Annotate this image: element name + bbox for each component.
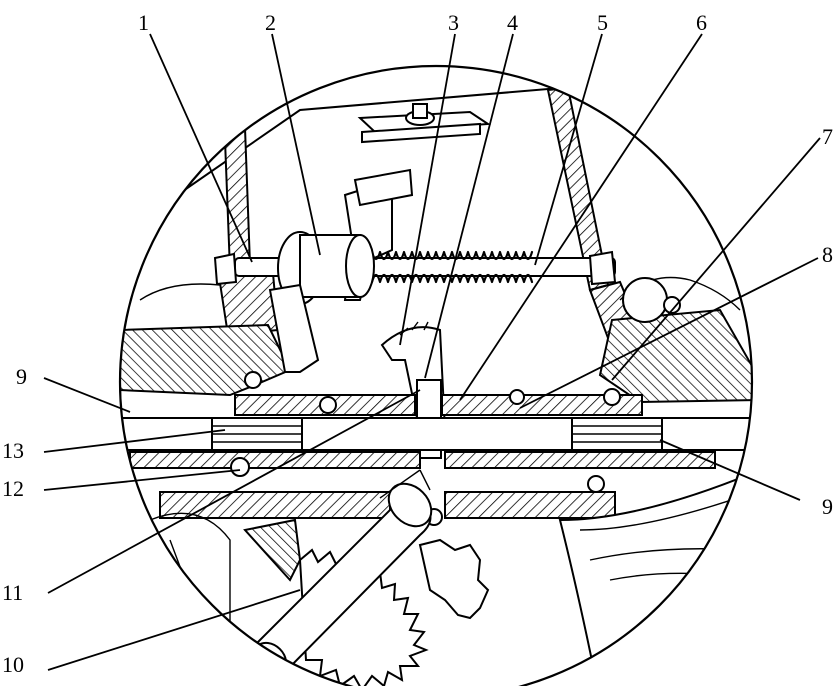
callout-13: 13 [2, 438, 24, 463]
callout-2: 2 [265, 10, 276, 35]
callout-4: 4 [507, 10, 518, 35]
right-spline [571, 417, 663, 451]
callout-10: 10 [2, 652, 24, 677]
compression-spring [370, 250, 534, 284]
lower-shaft-left [159, 491, 391, 519]
lower-shaft-right [444, 491, 616, 519]
callout-labels: 1 2 3 4 5 6 7 8 9 9 10 11 12 13 [2, 10, 833, 677]
callout-12: 12 [2, 476, 24, 501]
toothed-gear-rim [418, 538, 490, 620]
upper-sleeve-right [441, 394, 643, 416]
left-nut [213, 252, 238, 286]
callout-3: 3 [448, 10, 459, 35]
right-nut [588, 250, 617, 286]
callout-9-left: 9 [16, 364, 27, 389]
detail-circle-outline [118, 64, 754, 686]
shift-lever [268, 283, 320, 373]
lower-sleeve-left [129, 451, 421, 469]
callout-6: 6 [696, 10, 707, 35]
left-spline [211, 417, 303, 451]
callout-1: 1 [138, 10, 149, 35]
callout-5: 5 [597, 10, 608, 35]
callout-7: 7 [822, 124, 833, 149]
detail-circle [120, 86, 752, 686]
callout-9-right: 9 [822, 494, 833, 519]
leader-lines [43, 33, 821, 671]
lower-sleeve-right [444, 451, 716, 469]
right-housing [598, 308, 752, 404]
callout-8: 8 [822, 242, 833, 267]
callout-11: 11 [2, 580, 23, 605]
